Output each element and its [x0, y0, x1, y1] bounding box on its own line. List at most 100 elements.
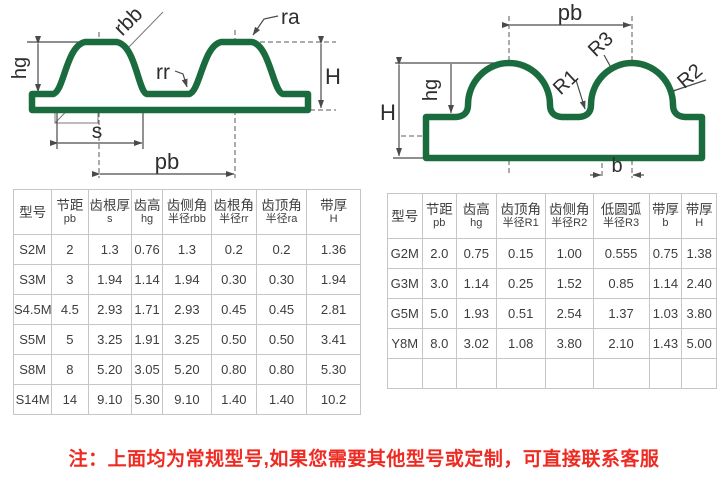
table-cell: 5.0	[421, 298, 458, 329]
table-cell: 5.30	[306, 354, 361, 385]
table-cell	[648, 358, 683, 389]
table-cell: 5.20	[87, 354, 132, 385]
table-cell: 1.94	[162, 264, 212, 295]
table-cell: 1.3	[162, 234, 212, 265]
table-cell: 9.10	[87, 384, 132, 415]
table-cell: 1.52	[544, 268, 594, 299]
table-cell: 2.81	[306, 294, 361, 325]
footnote: 注：上面均为常规型号,如果您需要其他型号或定制，可直接联系客服	[68, 449, 660, 470]
table-cell: 0.51	[495, 298, 546, 329]
table-cell: 2.93	[162, 294, 212, 325]
table-cell: 1.91	[130, 324, 164, 355]
table-cell: 0.76	[130, 234, 164, 265]
table-cell	[387, 358, 423, 389]
table-cell: 5.20	[162, 354, 212, 385]
label-R1: R1	[549, 66, 583, 100]
label-pb: pb	[558, 0, 582, 25]
table-cell: 14	[51, 384, 89, 415]
table-cell	[544, 358, 594, 389]
header-cell: 齿顶角半径ra	[255, 189, 308, 235]
table-cell	[681, 358, 717, 389]
table-cell: 0.2	[255, 234, 308, 265]
table-cell: G5M	[387, 298, 423, 329]
table-cell: 1.3	[87, 234, 132, 265]
table-cell: 9.10	[162, 384, 212, 415]
table-cell: 1.03	[648, 298, 683, 329]
table-cell: 3.05	[130, 354, 164, 385]
header-cell: 齿根角半径rr	[210, 189, 257, 235]
header-cell: 型号	[12, 189, 53, 235]
table-cell: 0.75	[648, 238, 683, 269]
table-cell: 0.30	[255, 264, 308, 295]
header-cell: 齿侧角半径rbb	[162, 189, 212, 235]
table-cell: 2.0	[421, 238, 458, 269]
table-cell: 2.40	[681, 268, 717, 299]
table-cell: S5M	[12, 324, 53, 355]
table-cell	[421, 358, 458, 389]
table-cell: 2.93	[87, 294, 132, 325]
table-cell: S14M	[12, 384, 53, 415]
table-row	[387, 358, 717, 389]
table-cell: 1.93	[456, 298, 497, 329]
table-cell: 0.80	[255, 354, 308, 385]
label-pb: pb	[155, 149, 179, 174]
belt-cross-section	[28, 38, 312, 114]
label-s: s	[92, 120, 103, 143]
table-cell: 3.02	[456, 328, 497, 359]
table-cell: 0.25	[495, 268, 546, 299]
table-cell: 3.41	[306, 324, 361, 355]
table-cell	[592, 358, 650, 389]
right-tooth-profile-diagram: pb R3 R1 R2 hg H b	[380, 0, 707, 178]
table-cell: 0.15	[495, 238, 546, 269]
table-cell: 4.5	[51, 294, 89, 325]
table-cell: 3.80	[544, 328, 594, 359]
table-cell: 1.14	[130, 264, 164, 295]
table-cell: 1.14	[648, 268, 683, 299]
table-cell: 1.37	[592, 298, 650, 329]
table-cell: 0.50	[210, 324, 257, 355]
table-cell: 3.0	[421, 268, 458, 299]
header-cell: 低圆弧半径R3	[592, 193, 650, 239]
header-cell: 齿顶角半径R1	[495, 193, 546, 239]
table-cell: 3	[51, 264, 89, 295]
table-cell: 0.75	[456, 238, 497, 269]
table-cell: G2M	[387, 238, 423, 269]
table-cell: 1.94	[87, 264, 132, 295]
table-cell: 1.08	[495, 328, 546, 359]
table-cell: 0.85	[592, 268, 650, 299]
label-hg: hg	[9, 57, 31, 79]
table-cell: S4.5M	[12, 294, 53, 325]
table-cell: 2.10	[592, 328, 650, 359]
table-cell: 0.45	[255, 294, 308, 325]
table-cell: 0.50	[255, 324, 308, 355]
table-cell	[456, 358, 497, 389]
table-cell: S2M	[12, 234, 53, 265]
label-H: H	[380, 100, 396, 125]
label-R3: R3	[584, 28, 618, 62]
table-cell: 1.71	[130, 294, 164, 325]
belt-cross-section	[422, 59, 706, 162]
table-cell: 2	[51, 234, 89, 265]
label-b: b	[611, 155, 622, 177]
table-cell: G3M	[387, 268, 423, 299]
table-cell: S8M	[12, 354, 53, 385]
table-cell	[495, 358, 546, 389]
table-cell: 5.00	[681, 328, 717, 359]
table-cell: 5.30	[130, 384, 164, 415]
table-cell: 1.00	[544, 238, 594, 269]
